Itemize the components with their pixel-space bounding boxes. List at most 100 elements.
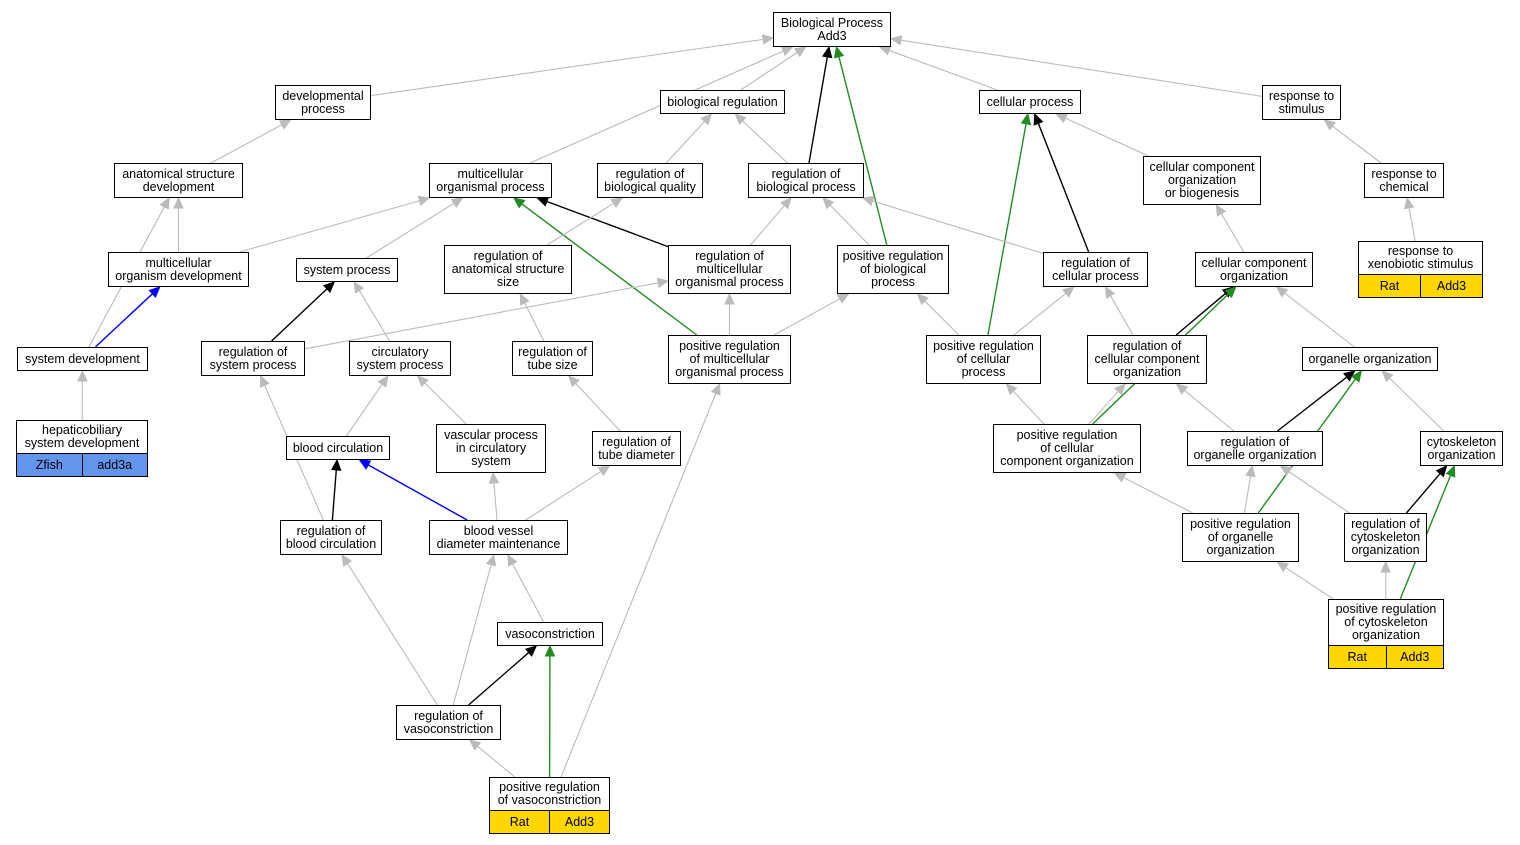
- node-positive-regulation-of-multicellular-organismal-process[interactable]: positive regulation of multicellular org…: [668, 335, 791, 384]
- node-regulation-of-cytoskeleton-organization[interactable]: regulation of cytoskeleton organization: [1344, 513, 1427, 562]
- edge-arrowhead: [1435, 465, 1448, 478]
- edge-arrowhead: [1113, 472, 1127, 483]
- edge-rbp-bioreg: [742, 120, 788, 164]
- node-regulation-of-tube-size[interactable]: regulation of tube size: [512, 341, 593, 376]
- edge-oo-cco: [1284, 292, 1355, 348]
- node-regulation-of-organelle-organization[interactable]: regulation of organelle organization: [1187, 431, 1323, 466]
- edge-arrowhead: [488, 471, 500, 484]
- node-regulation-of-biological-process[interactable]: regulation of biological process: [748, 163, 864, 198]
- node-regulation-of-system-process[interactable]: regulation of system process: [201, 341, 305, 376]
- node-regulation-of-anatomical-structure-size[interactable]: regulation of anatomical structure size: [444, 245, 572, 294]
- edge-arrowhead: [159, 196, 170, 210]
- gene-tag: add3a: [81, 454, 148, 476]
- edge-arrowhead: [878, 45, 892, 56]
- node-response-to-stimulus[interactable]: response to stimulus: [1262, 85, 1341, 120]
- edge-arrowhead: [793, 46, 807, 58]
- node-circulatory-system-process[interactable]: circulatory system process: [349, 341, 451, 376]
- node-regulation-of-cellular-process[interactable]: regulation of cellular process: [1043, 252, 1148, 287]
- node-positive-regulation-of-biological-process[interactable]: positive regulation of biological proces…: [837, 245, 949, 294]
- node-biological-regulation[interactable]: biological regulation: [660, 90, 785, 114]
- edge-prco-proo: [1285, 567, 1334, 600]
- edge-resp-bp: [900, 39, 1263, 97]
- node-cytoskeleton-organization[interactable]: cytoskeleton organization: [1420, 431, 1503, 466]
- node-regulation-of-multicellular-organismal-process[interactable]: regulation of multicellular organismal p…: [668, 245, 791, 294]
- edge-prbp-bp: [838, 56, 888, 246]
- edge-arrowhead: [1403, 196, 1415, 210]
- edge-arrowhead: [780, 197, 792, 210]
- edge-bvdm-rtd: [525, 470, 602, 521]
- node-positive-regulation-of-cellular-process[interactable]: positive regulation of cellular process: [926, 335, 1041, 384]
- edge-arrowhead: [597, 465, 611, 477]
- edge-arrowhead: [173, 196, 184, 209]
- node-multicellular-organism-development[interactable]: multicellular organism development: [108, 252, 249, 287]
- node-blood-vessel-diameter-maintenance[interactable]: blood vessel diameter maintenance: [429, 520, 568, 555]
- edge-arrowhead: [1005, 383, 1018, 396]
- edge-arrowhead: [1380, 560, 1391, 573]
- edge-arrowhead: [330, 458, 342, 471]
- node-cellular-component-organization[interactable]: cellular component organization: [1195, 252, 1313, 287]
- edge-arrowhead: [524, 645, 538, 657]
- node-multicellular-organismal-process[interactable]: multicellular organismal process: [429, 163, 552, 198]
- edge-prcco-rcco: [1088, 391, 1119, 425]
- edge-prcp-rcp: [1013, 292, 1067, 336]
- annotation-row: Rat Add3: [1359, 274, 1482, 297]
- edge-rts-rass: [524, 302, 545, 342]
- edge-rtd-rts: [575, 382, 621, 432]
- edge-prvc-rvc: [477, 745, 516, 778]
- species-tag: Rat: [1347, 649, 1367, 664]
- edge-arrowhead: [353, 280, 365, 294]
- edge-arrowhead: [416, 375, 429, 388]
- edge-arrowhead: [1215, 203, 1227, 217]
- node-regulation-of-tube-diameter[interactable]: regulation of tube diameter: [592, 431, 681, 466]
- node-positive-regulation-of-cytoskeleton-organization[interactable]: positive regulation of cytoskeleton orga…: [1328, 599, 1444, 669]
- edge-arrowhead: [1033, 112, 1044, 126]
- node-regulation-of-biological-quality[interactable]: regulation of biological quality: [597, 163, 703, 198]
- node-regulation-of-cellular-component-organization[interactable]: regulation of cellular component organiz…: [1087, 335, 1207, 384]
- edge-cco-ccob: [1220, 213, 1245, 253]
- edge-arrowhead: [1323, 119, 1337, 131]
- edge-prmop-prbp: [773, 298, 840, 336]
- edge-roo-rcco: [1184, 389, 1235, 432]
- node-biological-process[interactable]: Biological Process Add3: [773, 12, 891, 47]
- edge-rco-roo: [1288, 471, 1350, 514]
- edge-rbp-bp: [808, 56, 828, 164]
- node-vasoconstriction[interactable]: vasoconstriction: [497, 622, 603, 646]
- node-system-development[interactable]: system development: [17, 347, 148, 371]
- edge-prcco-prcp: [1012, 390, 1045, 425]
- edge-arrowhead: [710, 382, 721, 396]
- node-system-process[interactable]: system process: [296, 258, 398, 282]
- edge-arrowhead: [1062, 286, 1075, 298]
- edge-asd-devp: [210, 124, 283, 164]
- species-tag: Rat: [1379, 278, 1400, 293]
- node-vascular-process-in-circulatory-system[interactable]: vascular process in circulatory system: [436, 424, 546, 473]
- node-regulation-of-blood-circulation[interactable]: regulation of blood circulation: [280, 520, 382, 555]
- edge-arrowhead: [322, 281, 336, 294]
- edge-arrowhead: [1055, 113, 1069, 124]
- node-regulation-of-vasoconstriction[interactable]: regulation of vasoconstriction: [396, 705, 501, 740]
- edge-mop-bp: [529, 50, 784, 164]
- edge-prcp-cellp: [987, 123, 1027, 336]
- node-blood-circulation[interactable]: blood circulation: [286, 436, 390, 460]
- edge-bioreg-bp: [740, 52, 798, 91]
- node-organelle-organization[interactable]: organelle organization: [1302, 347, 1438, 371]
- node-positive-regulation-of-vasoconstriction[interactable]: positive regulation of vasoconstriction …: [489, 777, 610, 834]
- node-anatomical-structure-development[interactable]: anatomical structure development: [114, 163, 243, 198]
- edge-rmop-mop: [546, 200, 669, 248]
- edge-arrowhead: [536, 196, 550, 207]
- gene-tag: Add3: [1420, 275, 1482, 297]
- edge-arrowhead: [77, 369, 88, 382]
- edge-rco-co: [1405, 473, 1441, 514]
- node-response-to-chemical[interactable]: response to chemical: [1364, 163, 1444, 198]
- node-cellular-component-organization-or-biogenesis[interactable]: cellular component organization or bioge…: [1143, 156, 1261, 205]
- edge-proo-roo: [1243, 475, 1252, 514]
- edge-arrowhead: [1279, 465, 1293, 477]
- node-positive-regulation-of-organelle-organization[interactable]: positive regulation of organelle organiz…: [1182, 513, 1299, 562]
- node-positive-regulation-of-cellular-component-organization[interactable]: positive regulation of cellular componen…: [993, 424, 1141, 473]
- edge-prcp-prbp: [924, 300, 960, 336]
- edge-arrowhead: [544, 644, 556, 657]
- node-cellular-process[interactable]: cellular process: [979, 90, 1081, 114]
- node-hepaticobiliary-system-development[interactable]: hepaticobiliary system development Zfish…: [16, 420, 148, 477]
- node-developmental-process[interactable]: developmental process: [275, 85, 371, 120]
